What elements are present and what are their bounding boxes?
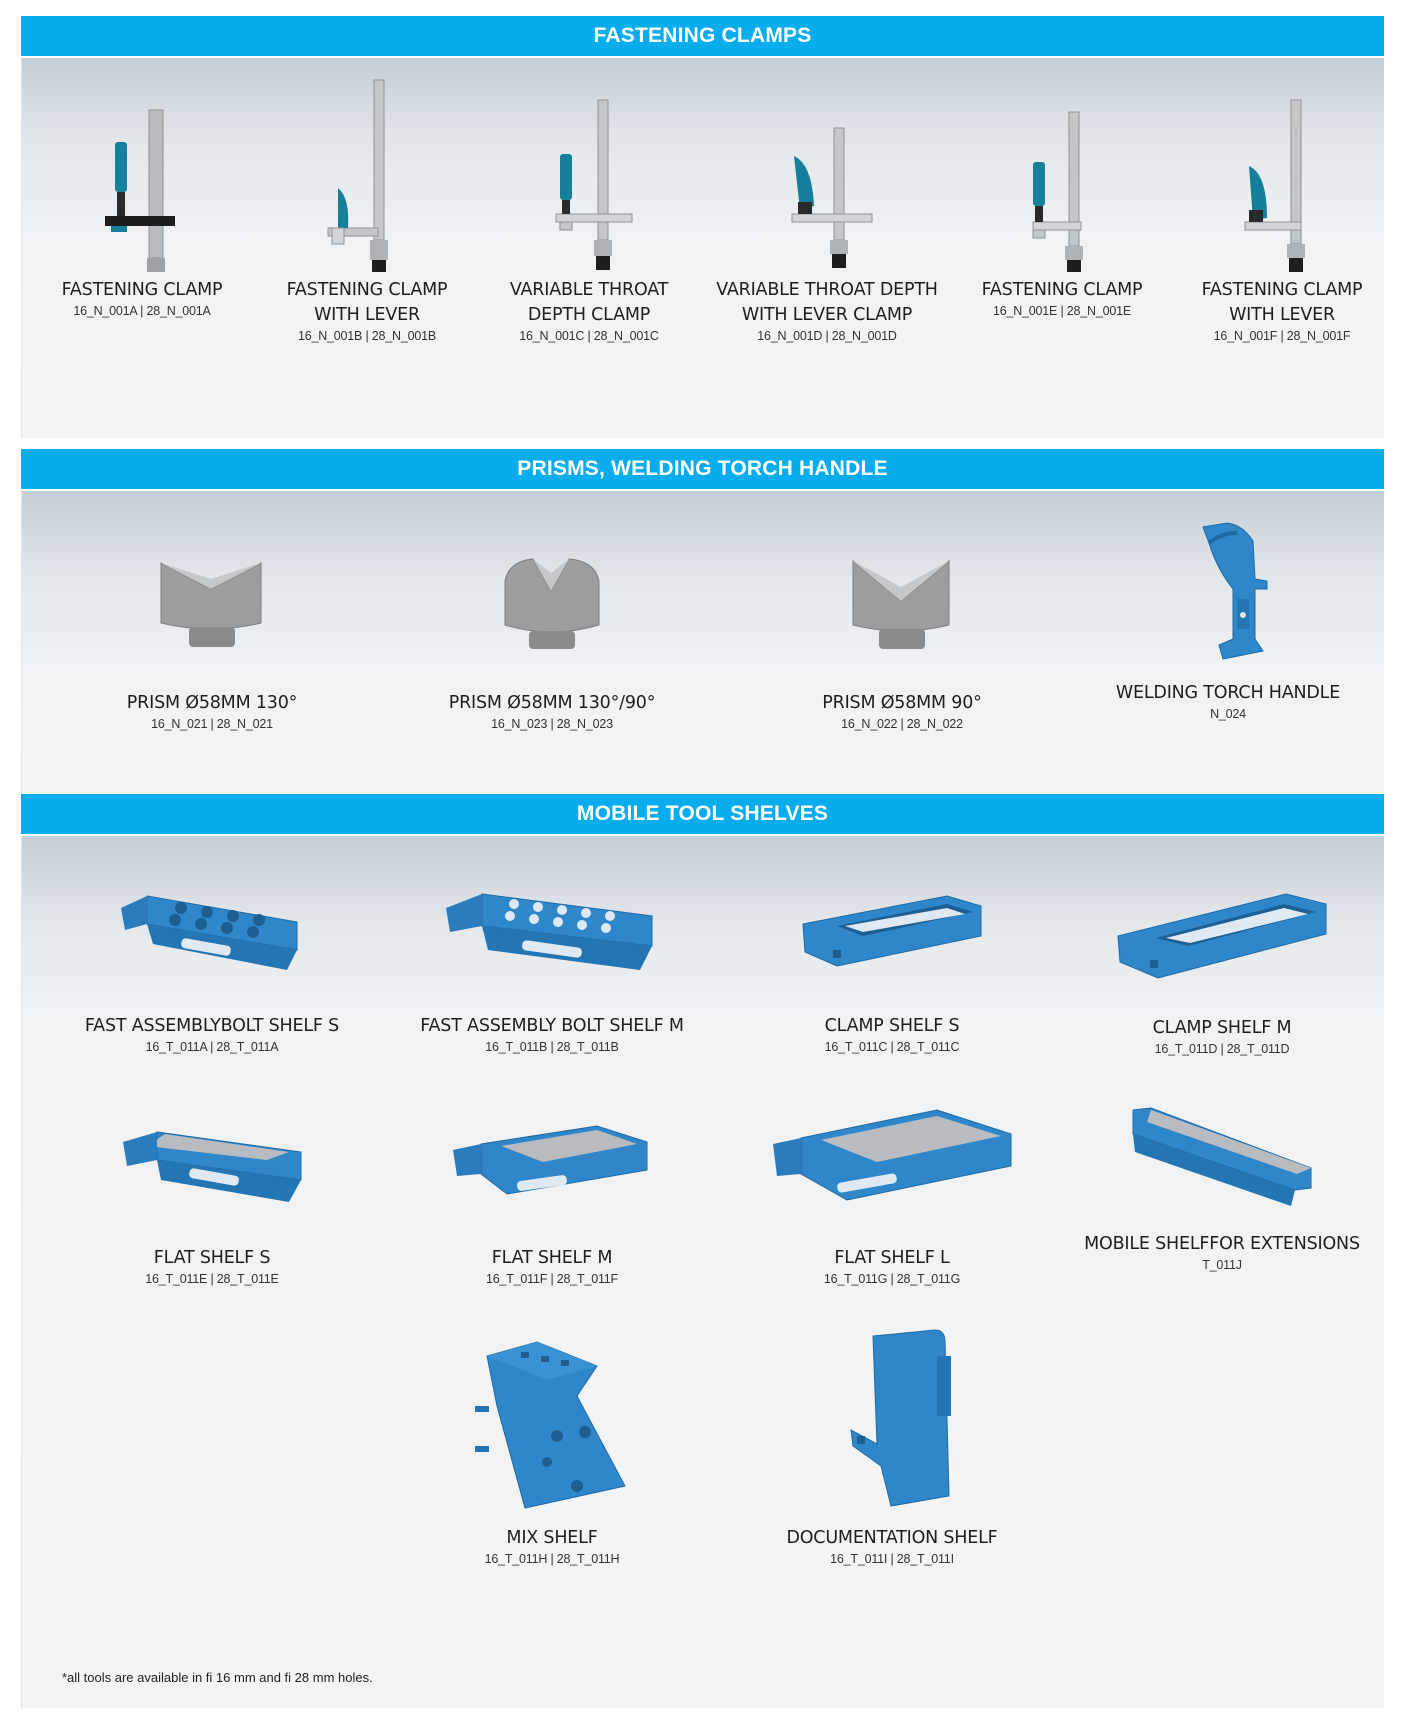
product-code: 16_T_011D | 28_T_011D [1154,1042,1290,1056]
product-variable-throat-depth-clamp[interactable]: VARIABLE THROAT DEPTH CLAMP 16_N_001C | … [489,98,689,344]
fastening-clamp-lever-f-image [1244,99,1305,272]
product-documentation-shelf[interactable]: DOCUMENTATION SHELF 16_T_011I | 28_T_011… [742,1326,1042,1567]
product-code: 16_T_011C | 28_T_011C [824,1040,960,1054]
product-code: T_011J [1202,1258,1242,1272]
product-name: PRISM Ø58MM 90° [822,693,982,713]
product-code: 16_T_011E | 28_T_011E [145,1272,279,1286]
product-code: 16_N_001D | 28_N_001D [757,329,897,343]
product-name: FASTENING CLAMP [61,280,223,300]
section-panel-fastening-clamps: FASTENING CLAMP 16_N_001A | 28_N_001A FA… [21,58,1384,438]
product-fastening-clamp-with-lever[interactable]: FASTENING CLAMP WITH LEVER 16_N_001B | 2… [267,78,467,344]
product-name-line2: DEPTH CLAMP [527,305,651,325]
fastening-clamp-e-image [1032,111,1083,272]
product-code: 16_N_001B | 28_N_001B [297,329,437,343]
product-code: 16_N_022 | 28_N_022 [841,717,963,731]
product-name: FLAT SHELF S [153,1248,271,1268]
product-name: WELDING TORCH HANDLE [1115,683,1341,703]
product-code: 16_T_011A | 28_T_011A [145,1040,279,1054]
prism-90-image [852,559,950,649]
section-header-prisms: PRISMS, WELDING TORCH HANDLE [21,449,1384,489]
product-name-line2: WITH LEVER CLAMP [741,305,913,325]
product-code: 16_N_001A | 28_N_001A [73,304,211,318]
product-code: 16_T_011F | 28_T_011F [485,1272,618,1286]
bolt-shelf-m-image [446,893,653,970]
product-name: VARIABLE THROAT [509,280,669,300]
product-prism-130[interactable]: PRISM Ø58MM 130° 16_N_021 | 28_N_021 [82,551,342,732]
product-name: FLAT SHELF L [834,1248,950,1268]
product-name: FAST ASSEMBLYBOLT SHELF S [84,1016,340,1036]
product-prism-130-90[interactable]: PRISM Ø58MM 130°/90° 16_N_023 | 28_N_023 [422,551,682,732]
product-code: N_024 [1210,707,1246,721]
product-name: CLAMP SHELF S [824,1016,960,1036]
product-name: FASTENING CLAMP [286,280,448,300]
product-name: FASTENING CLAMP [1201,280,1363,300]
product-prism-90[interactable]: PRISM Ø58MM 90° 16_N_022 | 28_N_022 [772,551,1032,732]
product-variable-throat-depth-lever-clamp[interactable]: VARIABLE THROAT DEPTH WITH LEVER CLAMP 1… [707,98,947,344]
product-clamp-shelf-m[interactable]: CLAMP SHELF M 16_T_011D | 28_T_011D [1072,886,1372,1057]
product-name: MIX SHELF [506,1528,598,1548]
product-name: DOCUMENTATION SHELF [786,1528,998,1548]
product-code: 16_T_011I | 28_T_011I [830,1552,954,1566]
product-code: 16_T_011G | 28_T_011G [823,1272,961,1286]
clamp-shelf-s-image [802,895,982,967]
section-panel-mobile-tool-shelves: FAST ASSEMBLYBOLT SHELF S 16_T_011A | 28… [21,836,1384,1708]
product-name: CLAMP SHELF M [1152,1018,1292,1038]
flat-shelf-m-image [453,1125,648,1195]
variable-throat-clamp-image [555,99,633,270]
flat-shelf-s-image [123,1131,302,1202]
product-fast-assembly-bolt-shelf-m[interactable]: FAST ASSEMBLY BOLT SHELF M 16_T_011B | 2… [402,886,702,1055]
product-flat-shelf-s[interactable]: FLAT SHELF S 16_T_011E | 28_T_011E [62,1118,362,1287]
product-code: 16_T_011B | 28_T_011B [485,1040,619,1054]
product-name: FAST ASSEMBLY BOLT SHELF M [420,1016,684,1036]
product-mobile-shelf-for-extensions[interactable]: MOBILE SHELFFOR EXTENSIONS T_011J [1072,1104,1372,1273]
product-name: PRISM Ø58MM 130°/90° [448,693,656,713]
product-flat-shelf-m[interactable]: FLAT SHELF M 16_T_011F | 28_T_011F [402,1118,702,1287]
product-name-line2: WITH LEVER [1229,305,1335,325]
product-code: 16_N_023 | 28_N_023 [491,717,613,731]
section-header-fastening-clamps: FASTENING CLAMPS [21,16,1384,56]
mix-shelf-image [475,1341,626,1509]
prism-130-90-image [504,558,600,649]
section-panel-prisms: PRISM Ø58MM 130° 16_N_021 | 28_N_021 PRI… [21,491,1384,799]
documentation-shelf-image [850,1329,951,1507]
product-name: MOBILE SHELFFOR EXTENSIONS [1084,1234,1360,1254]
product-flat-shelf-l[interactable]: FLAT SHELF L 16_T_011G | 28_T_011G [742,1104,1042,1287]
section-header-mobile-tool-shelves: MOBILE TOOL SHELVES [21,794,1384,834]
product-mix-shelf[interactable]: MIX SHELF 16_T_011H | 28_T_011H [402,1336,702,1567]
fastening-clamp-lever-image [327,79,388,272]
catalog-page: FASTENING CLAMPS FASTENING CLAMP 16_N_00… [21,16,1384,1708]
product-fastening-clamp[interactable]: FASTENING CLAMP 16_N_001A | 28_N_001A [42,98,242,319]
prism-130-image [160,562,262,647]
footnote: *all tools are available in fi 16 mm and… [62,1670,373,1685]
product-fastening-clamp-e[interactable]: FASTENING CLAMP 16_N_001E | 28_N_001E [962,98,1162,319]
product-name-line2: WITH LEVER [314,305,420,325]
welding-torch-handle-image [1202,522,1268,660]
bolt-shelf-s-image [121,895,298,970]
flat-shelf-l-image [773,1109,1012,1201]
product-name: FASTENING CLAMP [981,280,1143,300]
product-code: 16_N_021 | 28_N_021 [151,717,273,731]
product-code: 16_N_001E | 28_N_001E [992,304,1132,318]
product-welding-torch-handle[interactable]: WELDING TORCH HANDLE N_024 [1098,519,1358,722]
product-code: 16_T_011H | 28_T_011H [484,1552,620,1566]
clamp-shelf-m-image [1117,893,1327,979]
product-code: 16_N_001F | 28_N_001F [1213,329,1351,343]
product-name: VARIABLE THROAT DEPTH [716,280,938,300]
product-name: FLAT SHELF M [491,1248,613,1268]
product-fastening-clamp-with-lever-f[interactable]: FASTENING CLAMP WITH LEVER 16_N_001F | 2… [1182,98,1382,344]
product-fast-assembly-bolt-shelf-s[interactable]: FAST ASSEMBLYBOLT SHELF S 16_T_011A | 28… [62,886,362,1055]
product-code: 16_N_001C | 28_N_001C [519,329,659,343]
mobile-shelf-extensions-image [1132,1107,1312,1206]
product-name: PRISM Ø58MM 130° [126,693,298,713]
fastening-clamp-image [105,109,175,272]
variable-throat-lever-clamp-image [791,127,873,268]
product-clamp-shelf-s[interactable]: CLAMP SHELF S 16_T_011C | 28_T_011C [742,886,1042,1055]
